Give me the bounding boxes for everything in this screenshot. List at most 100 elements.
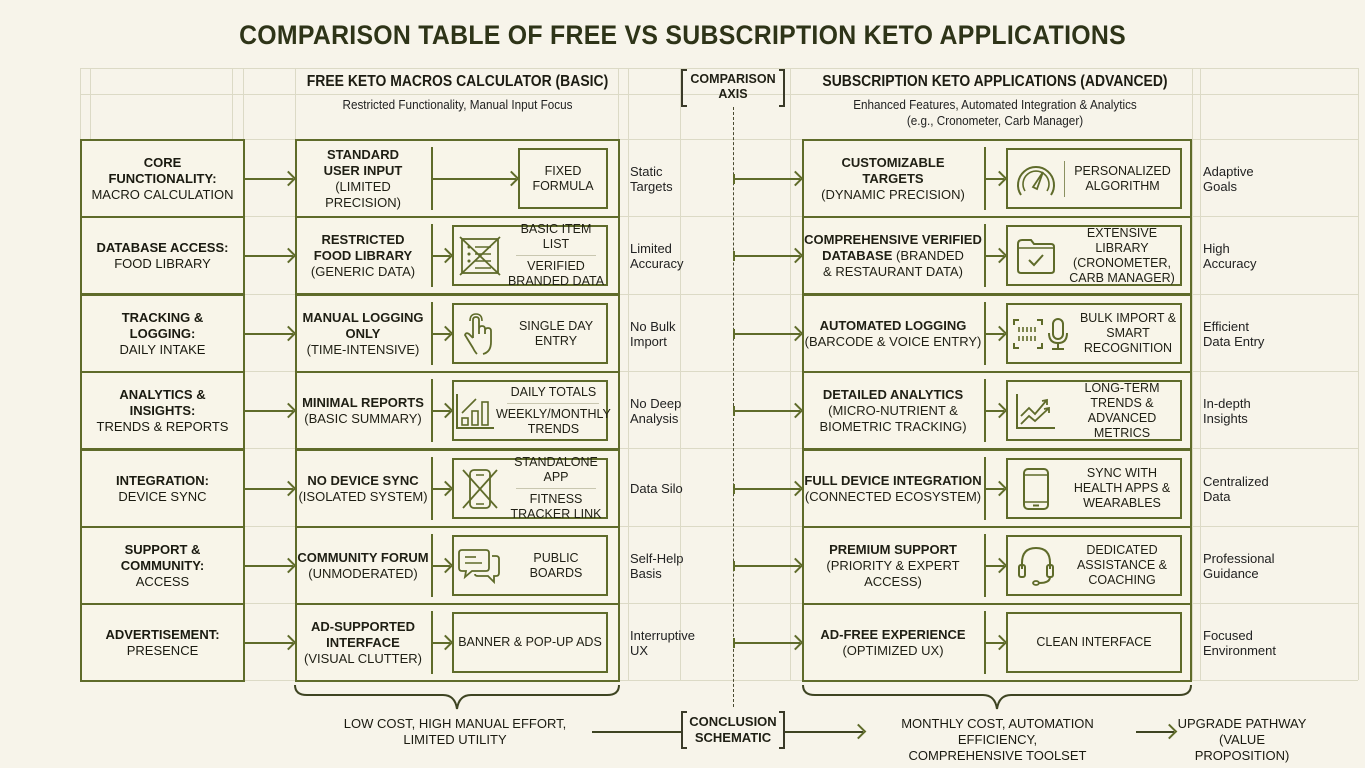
axis-tick <box>733 173 735 184</box>
grid-line <box>80 448 1358 449</box>
free-detail-line: SINGLE DAY <box>518 318 594 333</box>
subscription-feature-title: AUTOMATED LOGGING <box>819 317 967 333</box>
upgrade-pathway-line1: UPGRADE PATHWAY <box>1177 716 1307 731</box>
row-label-subtitle: DAILY INTAKE <box>119 341 206 357</box>
row-label-title: DATABASE ACCESS: <box>96 239 229 255</box>
subscription-feature-text: DETAILED ANALYTICS(MICRO-NUTRIENT &BIOME… <box>804 371 982 450</box>
free-outcome-line: Basis <box>630 565 662 581</box>
trend-chart-icon <box>1008 391 1064 431</box>
free-summary-line1: LOW COST, HIGH MANUAL EFFORT, <box>343 716 567 731</box>
row-label-title: INTEGRATION: <box>116 472 209 488</box>
hand-tap-icon <box>454 312 506 356</box>
bracket-right <box>779 69 785 107</box>
row-label-subtitle: ACCESS <box>135 573 190 589</box>
free-feature-text: COMMUNITY FORUM(UNMODERATED) <box>297 526 429 605</box>
free-detail-line: DAILY TOTALS <box>510 384 597 399</box>
free-summary-brace <box>294 684 620 710</box>
arrow-right-icon <box>986 177 1004 180</box>
arrow-right-icon <box>433 332 450 335</box>
free-outcome-line: No Deep <box>630 395 682 411</box>
free-outcome-note: Data Silo <box>630 481 705 496</box>
subscription-detail-line: (CRONOMETER, <box>1073 255 1171 270</box>
subscription-summary-line2: COMPREHENSIVE TOOLSET <box>908 748 1087 763</box>
free-detail-line: TRACKER LINK <box>510 507 602 521</box>
detail-separator <box>1064 160 1065 197</box>
axis-label-line1: COMPARISON <box>690 72 776 86</box>
axis-tick <box>733 250 735 261</box>
grid-line <box>80 94 1358 95</box>
arrow-right-icon <box>734 641 800 644</box>
bar-chart-icon <box>454 391 496 431</box>
axis-tick <box>733 560 735 571</box>
barcode-mic-icon <box>1008 316 1076 352</box>
subscription-feature-title: TARGETS <box>862 170 924 186</box>
row-label-title: ADVERTISEMENT: <box>105 626 220 642</box>
free-detail-line: WEEKLY/MONTHLY <box>496 406 611 421</box>
subscription-feature-subtitle: (PRIORITY & EXPERT <box>826 557 960 573</box>
free-detail-line: PUBLIC BOARDS <box>529 550 583 580</box>
free-feature-title: ONLY <box>345 325 381 341</box>
row-label-subtitle: MACRO CALCULATION <box>91 186 234 202</box>
subscription-outcome-line: Goals <box>1203 178 1237 194</box>
grid-line <box>790 68 791 680</box>
free-outcome-line: Analysis <box>630 410 679 426</box>
row-label: SUPPORT &COMMUNITY:ACCESS <box>82 526 243 605</box>
free-outcome-line: Interruptive <box>630 627 696 643</box>
free-feature-subtitle: (VISUAL CLUTTER) <box>304 650 422 666</box>
arrow-right-icon <box>785 731 863 733</box>
headset-icon <box>1008 545 1064 587</box>
subscription-detail-line: SYNC WITH <box>1086 466 1158 480</box>
subscription-detail-line: RECOGNITION <box>1083 341 1173 355</box>
free-feature-title: FOOD LIBRARY <box>313 247 413 263</box>
grid-line <box>1200 68 1201 680</box>
subscription-detail-text: EXTENSIVE LIBRARY(CRONOMETER,CARB MANAGE… <box>1064 226 1180 286</box>
arrow-right-icon <box>1136 731 1174 733</box>
grid-line <box>80 68 1358 69</box>
bracket-left <box>681 711 687 749</box>
free-detail-box: BANNER & POP-UP ADS <box>452 612 608 673</box>
subscription-detail-line: ALGORITHM <box>1085 178 1160 193</box>
subscription-feature-subtitle: (BRANDED <box>896 247 964 263</box>
row-label-title: LOGGING: <box>129 325 196 341</box>
subscription-subtitle-line1: Enhanced Features, Automated Integration… <box>853 97 1137 112</box>
free-feature-subtitle: (LIMITED PRECISION) <box>325 178 401 210</box>
subscription-outcome-line: Professional <box>1203 550 1275 566</box>
grid-line <box>80 371 1358 372</box>
page-title: COMPARISON TABLE OF FREE VS SUBSCRIPTION… <box>239 20 1126 50</box>
subscription-detail-box: EXTENSIVE LIBRARY(CRONOMETER,CARB MANAGE… <box>1006 225 1182 286</box>
subscription-feature-subtitle: (DYNAMIC PRECISION) <box>821 186 965 202</box>
subscription-cell-divider <box>984 379 986 442</box>
row-label: DATABASE ACCESS:FOOD LIBRARY <box>82 216 243 295</box>
free-cell-divider <box>431 457 433 520</box>
free-feature-title: MANUAL LOGGING <box>302 309 424 325</box>
free-feature-cell <box>295 603 620 682</box>
conclusion-label-line2: SCHEMATIC <box>694 730 772 745</box>
arrow-right-icon <box>245 177 293 180</box>
arrow-right-icon <box>734 409 800 412</box>
subscription-feature-subtitle: & RESTAURANT DATA) <box>823 263 963 279</box>
free-feature-subtitle: (UNMODERATED) <box>308 565 418 581</box>
subscription-feature-title: AD-FREE EXPERIENCE <box>820 626 966 642</box>
row-label-title: INSIGHTS: <box>129 402 196 418</box>
subscription-outcome-line: Accuracy <box>1203 255 1257 271</box>
subscription-cell-divider <box>984 147 986 210</box>
subscription-detail-text: CLEAN INTERFACE <box>1008 635 1180 650</box>
